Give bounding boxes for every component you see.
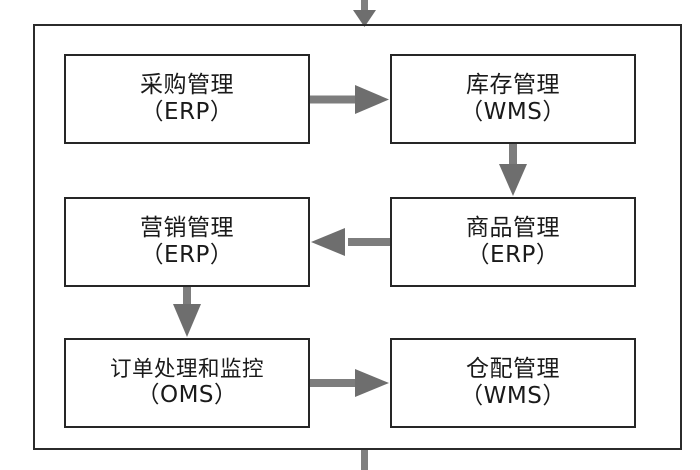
node-warehouse-title: 仓配管理 <box>466 355 560 382</box>
node-purchase-management[interactable]: 采购管理 （ERP） <box>64 54 310 144</box>
node-product-system: （ERP） <box>466 241 560 268</box>
connector-product-to-marketing <box>311 228 390 256</box>
connector-inventory-to-product <box>499 144 527 196</box>
node-warehouse-system: （WMS） <box>460 382 566 409</box>
node-marketing-system: （ERP） <box>140 241 234 268</box>
connector-outflow-bottom <box>361 450 368 470</box>
node-product-management[interactable]: 商品管理 （ERP） <box>390 197 636 287</box>
node-marketing-management[interactable]: 营销管理 （ERP） <box>64 197 310 287</box>
node-warehouse-distribution-management[interactable]: 仓配管理 （WMS） <box>390 338 636 428</box>
node-product-title: 商品管理 <box>466 214 560 241</box>
connector-inflow-top <box>353 0 376 27</box>
node-order-system: （OMS） <box>136 381 238 408</box>
outer-process-container <box>33 24 682 450</box>
node-purchase-system: （ERP） <box>140 98 234 125</box>
connector-purchase-to-inventory <box>310 85 389 114</box>
node-purchase-title: 采购管理 <box>140 71 234 98</box>
connector-order-to-warehouse <box>310 369 389 397</box>
node-order-processing-monitoring[interactable]: 订单处理和监控 （OMS） <box>64 338 310 428</box>
node-inventory-management[interactable]: 库存管理 （WMS） <box>390 54 636 144</box>
connector-marketing-to-order <box>173 287 201 337</box>
node-marketing-title: 营销管理 <box>140 214 234 241</box>
node-inventory-title: 库存管理 <box>466 71 560 98</box>
node-order-title: 订单处理和监控 <box>109 356 264 382</box>
node-inventory-system: （WMS） <box>460 98 566 125</box>
